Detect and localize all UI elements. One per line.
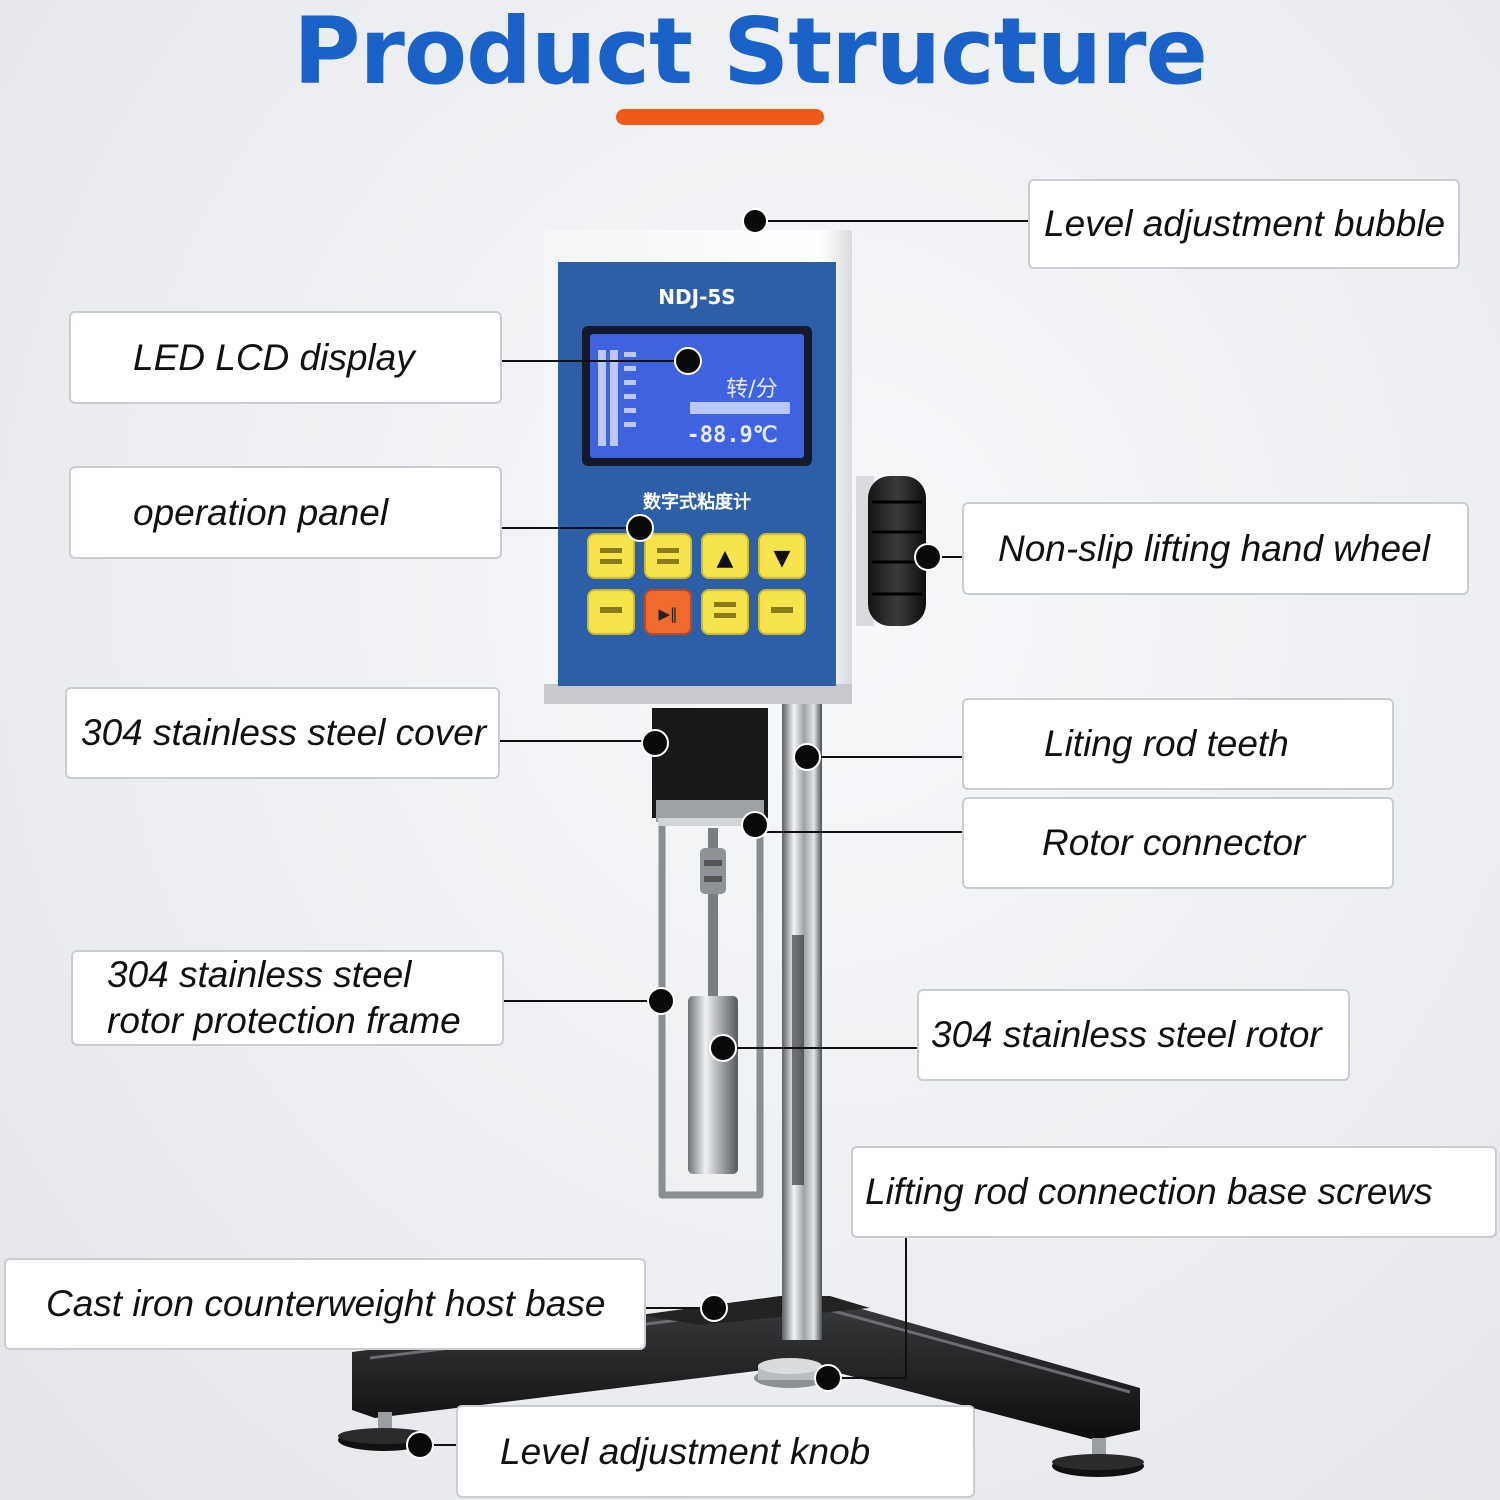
callout-led-lcd-display: LED LCD display (69, 311, 502, 404)
callout-liting-rod-teeth: Liting rod teeth (962, 698, 1394, 790)
callout-text-line-2: rotor protection frame (107, 1000, 461, 1041)
callout-text-line-1: 304 stainless steel (107, 954, 412, 995)
callout-cast-iron-counterweight-host-base: Cast iron counterweight host base (4, 1258, 646, 1350)
keypad: ▲ ▼ ▶‖ (587, 533, 806, 635)
lcd-screen (590, 334, 804, 458)
callout-text: 304 stainless steel rotor (931, 1014, 1322, 1055)
callout-rotor-connector: Rotor connector (962, 797, 1394, 889)
callout-text: Cast iron counterweight host base (46, 1283, 606, 1324)
callout-text: LED LCD display (133, 336, 415, 378)
model-label: NDJ-5S (658, 285, 735, 309)
key-7[interactable] (701, 589, 749, 635)
key-down[interactable] (758, 533, 806, 579)
callout-text: Non-slip lifting hand wheel (998, 527, 1430, 569)
callout-non-slip-lifting-hand-wheel: Non-slip lifting hand wheel (962, 502, 1469, 595)
key-run[interactable] (644, 589, 692, 635)
callout-operation-panel: operation panel (69, 466, 502, 559)
lcd-unit: 转/分 (726, 377, 777, 402)
callout-text: Level adjustment bubble (1044, 203, 1446, 244)
key-1[interactable] (587, 533, 635, 579)
callout-lifting-rod-connection-base-screws: Lifting rod connection base screws (851, 1146, 1497, 1238)
panel-name: 数字式粘度计 (643, 491, 751, 513)
callout-stainless-steel-cover: 304 stainless steel cover (65, 687, 500, 779)
stainless-steel-cover (652, 708, 768, 818)
callout-rotor-protection-frame: 304 stainless steel rotor protection fra… (71, 950, 504, 1046)
lifting-rod-teeth (792, 935, 804, 1185)
callout-text: Lifting rod connection base screws (865, 1171, 1433, 1212)
hand-wheel (856, 476, 926, 626)
down-arrow-icon: ▼ (774, 546, 791, 571)
key-up[interactable] (701, 533, 749, 579)
callout-level-adjustment-knob: Level adjustment knob (456, 1405, 975, 1498)
key-2[interactable] (644, 533, 692, 579)
lcd-reading: -88.9℃ (687, 423, 778, 448)
callout-level-adjustment-bubble: Level adjustment bubble (1028, 179, 1460, 269)
up-arrow-icon: ▲ (717, 546, 734, 571)
rotor-shaft (708, 828, 718, 998)
callout-stainless-steel-rotor: 304 stainless steel rotor (917, 989, 1350, 1081)
callout-text: Rotor connector (1042, 822, 1306, 863)
rotor (688, 996, 738, 1174)
callout-text: 304 stainless steel cover (81, 712, 487, 753)
callout-text: Liting rod teeth (1044, 723, 1289, 764)
rotor-connector (700, 848, 726, 894)
callout-text: operation panel (133, 491, 389, 533)
page-title: Product Structure (293, 0, 1208, 105)
leader-dots (406, 208, 942, 1459)
play-pause-icon: ▶‖ (658, 605, 677, 623)
callout-text: Level adjustment knob (500, 1430, 871, 1472)
title-underline (616, 109, 824, 125)
